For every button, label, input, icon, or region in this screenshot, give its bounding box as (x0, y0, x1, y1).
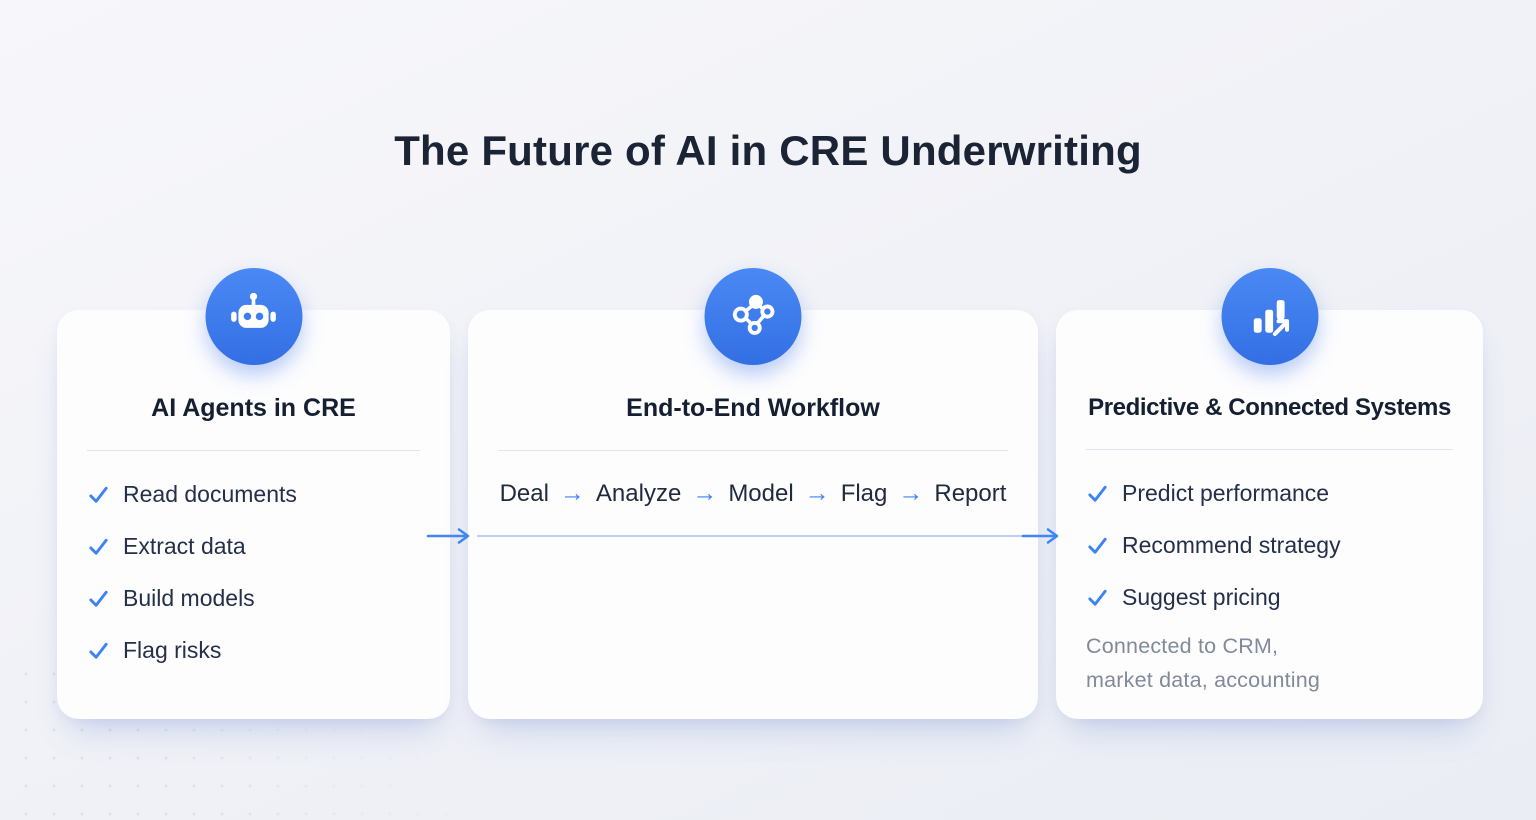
icon-badge-workflow (704, 268, 802, 365)
icon-badge-predictive (1221, 268, 1318, 365)
flow-step-model: Model (728, 480, 794, 507)
checklist-item: Recommend strategy (1086, 530, 1453, 560)
checklist-item: Predict performance (1086, 478, 1453, 508)
page-title: The Future of AI in CRE Underwriting (394, 127, 1142, 174)
bar-chart-arrow-icon (1253, 299, 1290, 336)
card-workflow: End-to-End Workflow Deal → Analyze → Mod… (468, 268, 1038, 719)
card-title-predictive: Predictive & Connected Systems (1088, 394, 1451, 421)
check-icon (89, 538, 108, 555)
check-icon (89, 590, 108, 607)
checklist-item: Extract data (87, 531, 420, 561)
card-title-ai-agents: AI Agents in CRE (151, 394, 356, 422)
checklist-item-label: Read documents (123, 480, 297, 507)
checklist-item: Flag risks (87, 635, 420, 665)
flow-step-report: Report (934, 480, 1007, 507)
checklist-ai-agents: Read documents Extract data Build models… (87, 479, 420, 665)
note-line: market data, accounting (1086, 668, 1321, 692)
flow-arrow-icon: → (692, 478, 718, 507)
card-ai-agents: AI Agents in CRE Read documents Extract … (57, 268, 450, 719)
checklist-item-label: Flag risks (123, 636, 222, 663)
checklist-item-label: Extract data (123, 532, 246, 559)
robot-icon (231, 292, 276, 328)
check-icon (1088, 589, 1107, 606)
note-line: Connected to CRM, (1086, 634, 1279, 658)
icon-badge-ai-agents (205, 268, 302, 365)
divider (498, 450, 1008, 451)
checklist-item-label: Build models (123, 584, 255, 611)
flow-arrow-icon: → (804, 478, 830, 507)
divider (87, 450, 420, 451)
checklist-item: Read documents (87, 479, 420, 509)
checklist-item: Build models (87, 583, 420, 613)
checklist-item-label: Suggest pricing (1122, 583, 1281, 610)
checklist-item-label: Predict performance (1122, 479, 1330, 506)
checklist-predictive: Predict performance Recommend strategy S… (1086, 478, 1453, 612)
check-icon (1088, 537, 1107, 554)
connected-systems-note: Connected to CRM, market data, accountin… (1086, 629, 1453, 697)
flow-step-analyze: Analyze (595, 480, 682, 507)
flow-arrow-icon: → (898, 478, 924, 507)
divider (1086, 449, 1453, 450)
checklist-item: Suggest pricing (1086, 582, 1453, 612)
workflow-steps-row: Deal → Analyze → Model → Flag → Report (498, 478, 1008, 510)
flow-step-deal: Deal (499, 480, 549, 507)
flow-arrow-icon: → (559, 478, 585, 507)
check-icon (89, 486, 108, 503)
check-icon (1088, 485, 1107, 502)
flow-step-flag: Flag (840, 480, 888, 507)
card-predictive: Predictive & Connected Systems Predict p… (1056, 268, 1483, 719)
card-title-workflow: End-to-End Workflow (626, 394, 880, 422)
checklist-item-label: Recommend strategy (1122, 531, 1341, 558)
check-icon (89, 642, 108, 659)
network-nodes-icon (732, 294, 774, 335)
